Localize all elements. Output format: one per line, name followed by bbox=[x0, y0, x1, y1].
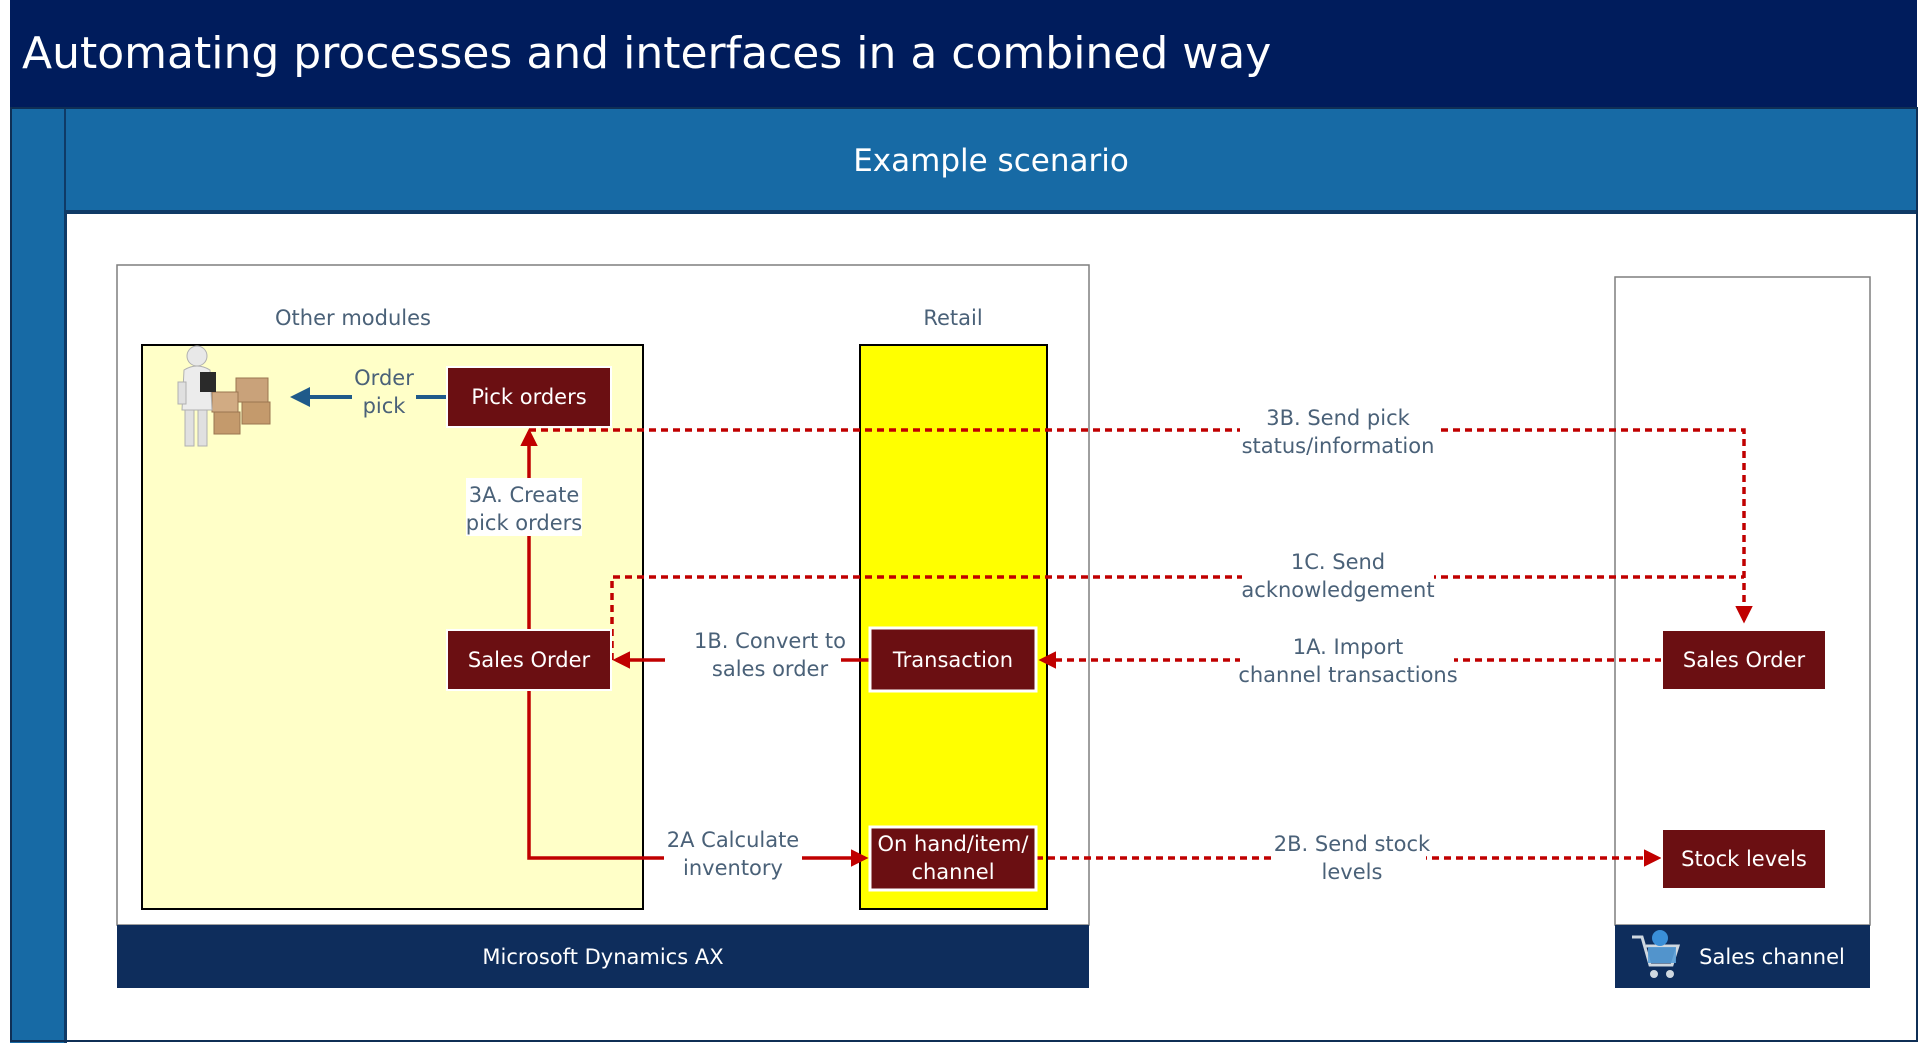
calculate-label-line1: 2A Calculate bbox=[667, 828, 799, 852]
send-ack-label-line1: 1C. Send bbox=[1291, 550, 1385, 574]
node-pick-orders[interactable]: Pick orders bbox=[446, 366, 612, 428]
create-pick-label-line1: 3A. Create bbox=[469, 483, 580, 507]
node-sales-order-channel[interactable]: Sales Order bbox=[1661, 629, 1827, 691]
send-pick-label-line1: 3B. Send pick bbox=[1266, 406, 1410, 430]
order-pick-label-line2: pick bbox=[363, 394, 407, 418]
node-transaction[interactable]: Transaction bbox=[868, 626, 1038, 693]
import-label-line2: channel transactions bbox=[1238, 663, 1457, 687]
node-stock-levels-label: Stock levels bbox=[1681, 847, 1807, 871]
send-ack-label-line2: acknowledgement bbox=[1241, 578, 1434, 602]
create-pick-label-line2: pick orders bbox=[466, 511, 582, 535]
retail-label: Retail bbox=[923, 306, 982, 330]
sales-channel-footer-label: Sales channel bbox=[1699, 945, 1845, 969]
calculate-label-line2: inventory bbox=[683, 856, 783, 880]
node-on-hand-label-line1: On hand/item/ bbox=[878, 832, 1030, 856]
subtitle: Example scenario bbox=[853, 143, 1129, 179]
dynamics-footer-label: Microsoft Dynamics AX bbox=[482, 945, 723, 969]
order-pick-label-line1: Order bbox=[354, 366, 414, 390]
node-on-hand-label-line2: channel bbox=[911, 860, 994, 884]
convert-label-line2: sales order bbox=[712, 657, 829, 681]
import-label-line1: 1A. Import bbox=[1293, 635, 1403, 659]
warehouse-worker-icon bbox=[177, 345, 271, 447]
node-transaction-label: Transaction bbox=[892, 648, 1013, 672]
node-on-hand[interactable]: On hand/item/ channel bbox=[868, 825, 1038, 892]
send-pick-label-line2: status/information bbox=[1242, 434, 1435, 458]
shopping-cart-icon bbox=[1632, 930, 1681, 978]
send-pick-status-connector bbox=[529, 428, 1753, 624]
other-modules-label: Other modules bbox=[275, 306, 431, 330]
node-sales-order-channel-label: Sales Order bbox=[1683, 648, 1806, 672]
send-stock-label-line1: 2B. Send stock bbox=[1274, 832, 1431, 856]
subtitle-band bbox=[66, 108, 1917, 212]
send-stock-label-line2: levels bbox=[1322, 860, 1383, 884]
other-modules-group bbox=[141, 344, 644, 910]
node-stock-levels[interactable]: Stock levels bbox=[1661, 828, 1827, 890]
title-bar bbox=[10, 0, 1917, 108]
convert-label-line1: 1B. Convert to bbox=[694, 629, 846, 653]
node-sales-order-ax[interactable]: Sales Order bbox=[446, 629, 612, 691]
node-pick-orders-label: Pick orders bbox=[471, 385, 586, 409]
dynamics-footer bbox=[117, 925, 1089, 988]
left-accent-band bbox=[10, 108, 66, 1043]
node-sales-order-ax-label: Sales Order bbox=[468, 648, 591, 672]
page-title: Automating processes and interfaces in a… bbox=[22, 28, 1271, 79]
